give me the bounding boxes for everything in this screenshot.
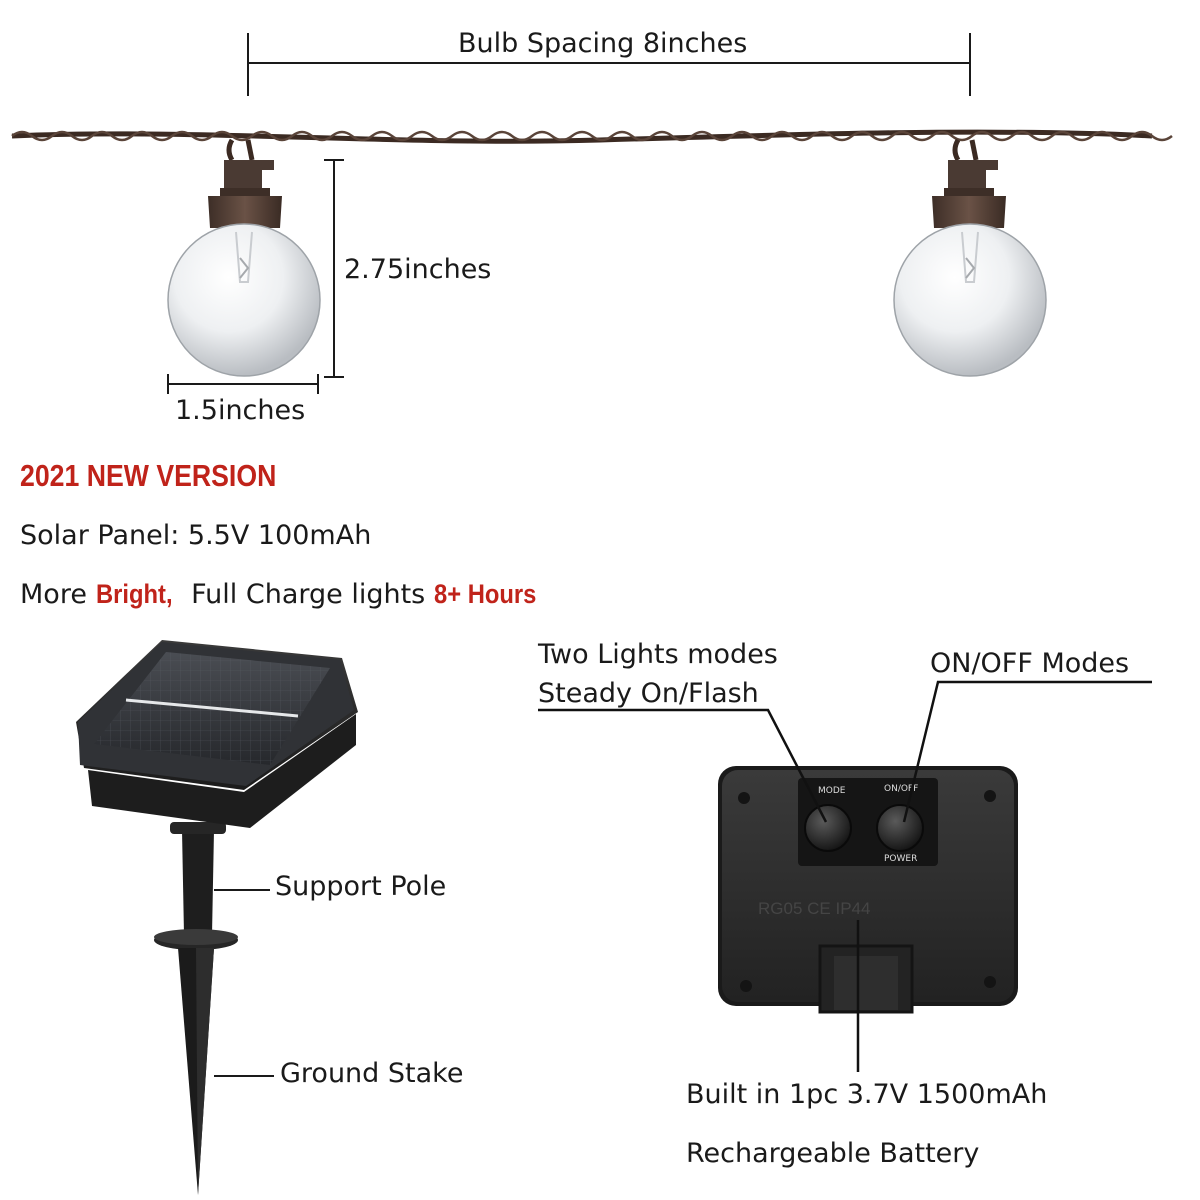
brightness-middle: Full Charge lights	[182, 579, 434, 610]
support-pole-label: Support Pole	[275, 871, 447, 902]
on-off-label: ON/OFF Modes	[930, 648, 1130, 679]
hours-highlight: 8+ Hours	[433, 579, 537, 609]
width-label: 1.5inches	[175, 395, 306, 426]
width-dimension-line	[167, 374, 319, 394]
bulb-right	[893, 138, 1047, 377]
string-wire	[11, 129, 1173, 144]
ground-stake-label: Ground Stake	[280, 1058, 464, 1089]
brightness-prefix: More	[20, 579, 96, 610]
battery-box	[718, 766, 1018, 1014]
modes-label-line1: Two Lights modes	[538, 639, 778, 670]
solar-callout-lines	[214, 889, 274, 1077]
bulb-left	[167, 138, 321, 377]
brightness-highlight: Bright,	[95, 579, 173, 609]
power-marking: POWER	[884, 854, 917, 864]
solar-panel	[76, 640, 358, 1195]
bulb-spacing-dimension-line	[247, 33, 971, 96]
battery-box-markings: MODE ON/OFF POWER RG05 CE IP44	[758, 784, 918, 918]
battery-label-line2: Rechargeable Battery	[686, 1138, 980, 1169]
brightness-spec: More Bright, Full Charge lights 8+ Hours	[20, 579, 550, 610]
headline: 2021 NEW VERSION	[20, 458, 277, 493]
modes-label-line2: Steady On/Flash	[538, 678, 759, 709]
solar-panel-spec: Solar Panel: 5.5V 100mAh	[20, 520, 372, 551]
height-dimension-line	[324, 159, 344, 378]
battery-callout-lines	[538, 680, 1152, 1072]
battery-label-line1: Built in 1pc 3.7V 1500mAh	[686, 1079, 1048, 1110]
height-label: 2.75inches	[344, 254, 492, 285]
rating-marking: RG05 CE IP44	[758, 899, 870, 918]
mode-marking: MODE	[818, 786, 846, 796]
bulb-spacing-label: Bulb Spacing 8inches	[458, 28, 748, 59]
on-off-marking: ON/OFF	[884, 784, 918, 794]
